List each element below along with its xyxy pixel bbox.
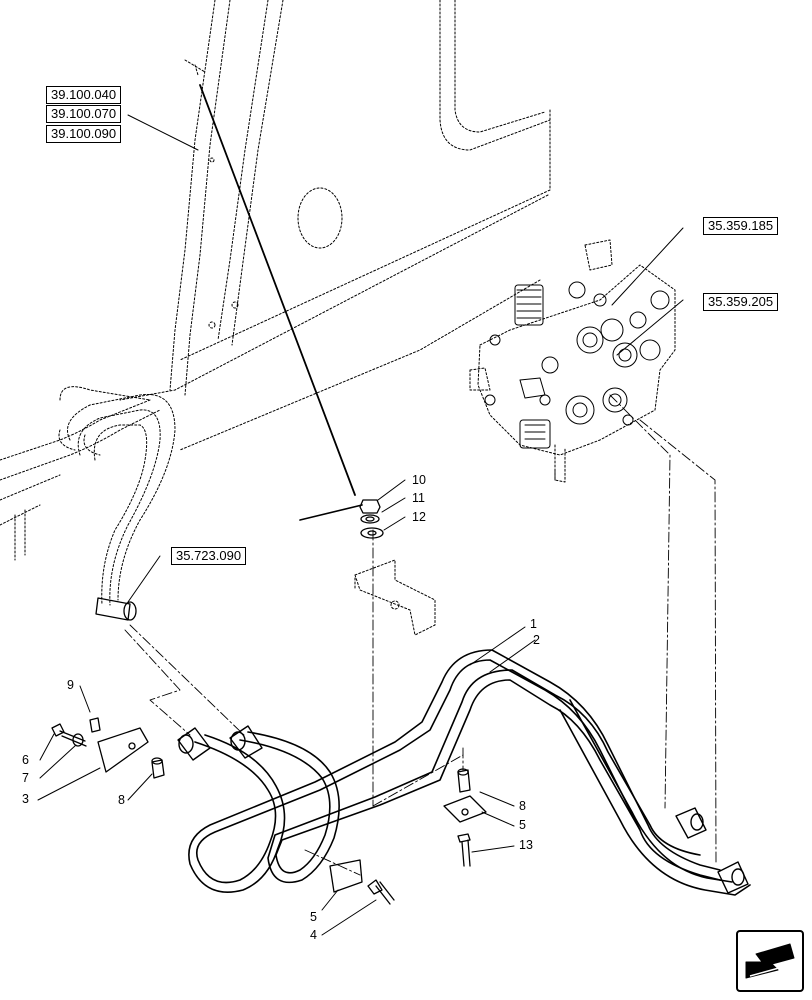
next-page-arrow-icon	[745, 943, 795, 979]
callout-13: 13	[519, 838, 533, 852]
tube-assembly-1	[188, 649, 721, 893]
tube-assembly-2	[239, 669, 751, 896]
callout-11: 11	[412, 491, 425, 505]
fastener-stack	[359, 499, 384, 539]
callout-2: 2	[533, 633, 540, 647]
existing-hose-loop	[58, 393, 176, 606]
ref-box-35-359-185[interactable]: 35.359.185	[703, 217, 779, 235]
left-clamp-parts	[51, 717, 165, 779]
ref-box-39-100-040[interactable]: 39.100.040	[46, 86, 122, 104]
callout-8-right: 8	[519, 799, 526, 813]
callout-12: 12	[412, 510, 426, 524]
ref-box-39-100-090[interactable]: 39.100.090	[46, 125, 122, 143]
callout-3: 3	[22, 792, 29, 806]
callout-8-left: 8	[118, 793, 125, 807]
callout-1: 1	[530, 617, 537, 631]
callout-5-right: 5	[519, 818, 526, 832]
next-page-button[interactable]	[736, 930, 804, 992]
callout-9: 9	[67, 678, 74, 692]
centre-lines	[124, 394, 717, 876]
loader-frame	[0, 0, 551, 561]
ref-box-35-359-205[interactable]: 35.359.205	[703, 293, 779, 311]
ref-box-35-723-090[interactable]: 35.723.090	[171, 547, 247, 565]
frame-pointer-line	[199, 84, 356, 496]
ref-box-39-100-070[interactable]: 39.100.070	[46, 105, 122, 123]
callout-4: 4	[310, 928, 317, 942]
callout-6: 6	[22, 753, 29, 767]
support-bracket	[354, 559, 436, 636]
callout-7: 7	[22, 771, 29, 785]
tube-nuts	[177, 725, 749, 894]
control-valve	[469, 239, 676, 483]
hose-end-fitting	[95, 597, 137, 621]
right-clamp-parts	[329, 768, 487, 905]
leader-lines	[37, 114, 684, 936]
callout-5-lower: 5	[310, 910, 317, 924]
callout-10: 10	[412, 473, 426, 487]
